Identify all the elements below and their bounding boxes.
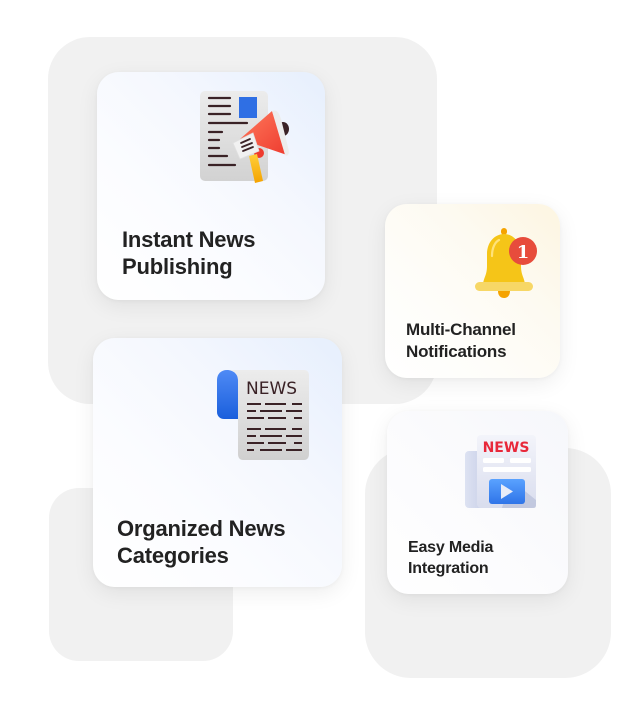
notification-badge-count: 1 [517,242,530,263]
news-video-icon: NEWS [464,434,538,510]
megaphone-news-icon [197,89,297,189]
card-title: Instant News Publishing [122,227,256,279]
bell-notification-icon: 1 [473,226,541,300]
card-title: Multi-Channel Notifications [406,320,516,361]
feature-card-easy-media-integration: NEWS Easy Media Integration [387,411,568,594]
feature-card-instant-news-publishing: Instant News Publishing [97,72,325,300]
feature-card-multi-channel-notifications: 1 Multi-Channel Notifications [385,204,560,378]
feature-card-organized-news-categories: NEWS Organized News Categories [93,338,342,587]
card-title: Easy Media Integration [408,539,494,577]
card-title: Organized News Categories [117,516,286,568]
news-label: NEWS [246,379,297,399]
newspaper-scroll-icon: NEWS [216,370,312,464]
news-label: NEWS [483,440,530,456]
